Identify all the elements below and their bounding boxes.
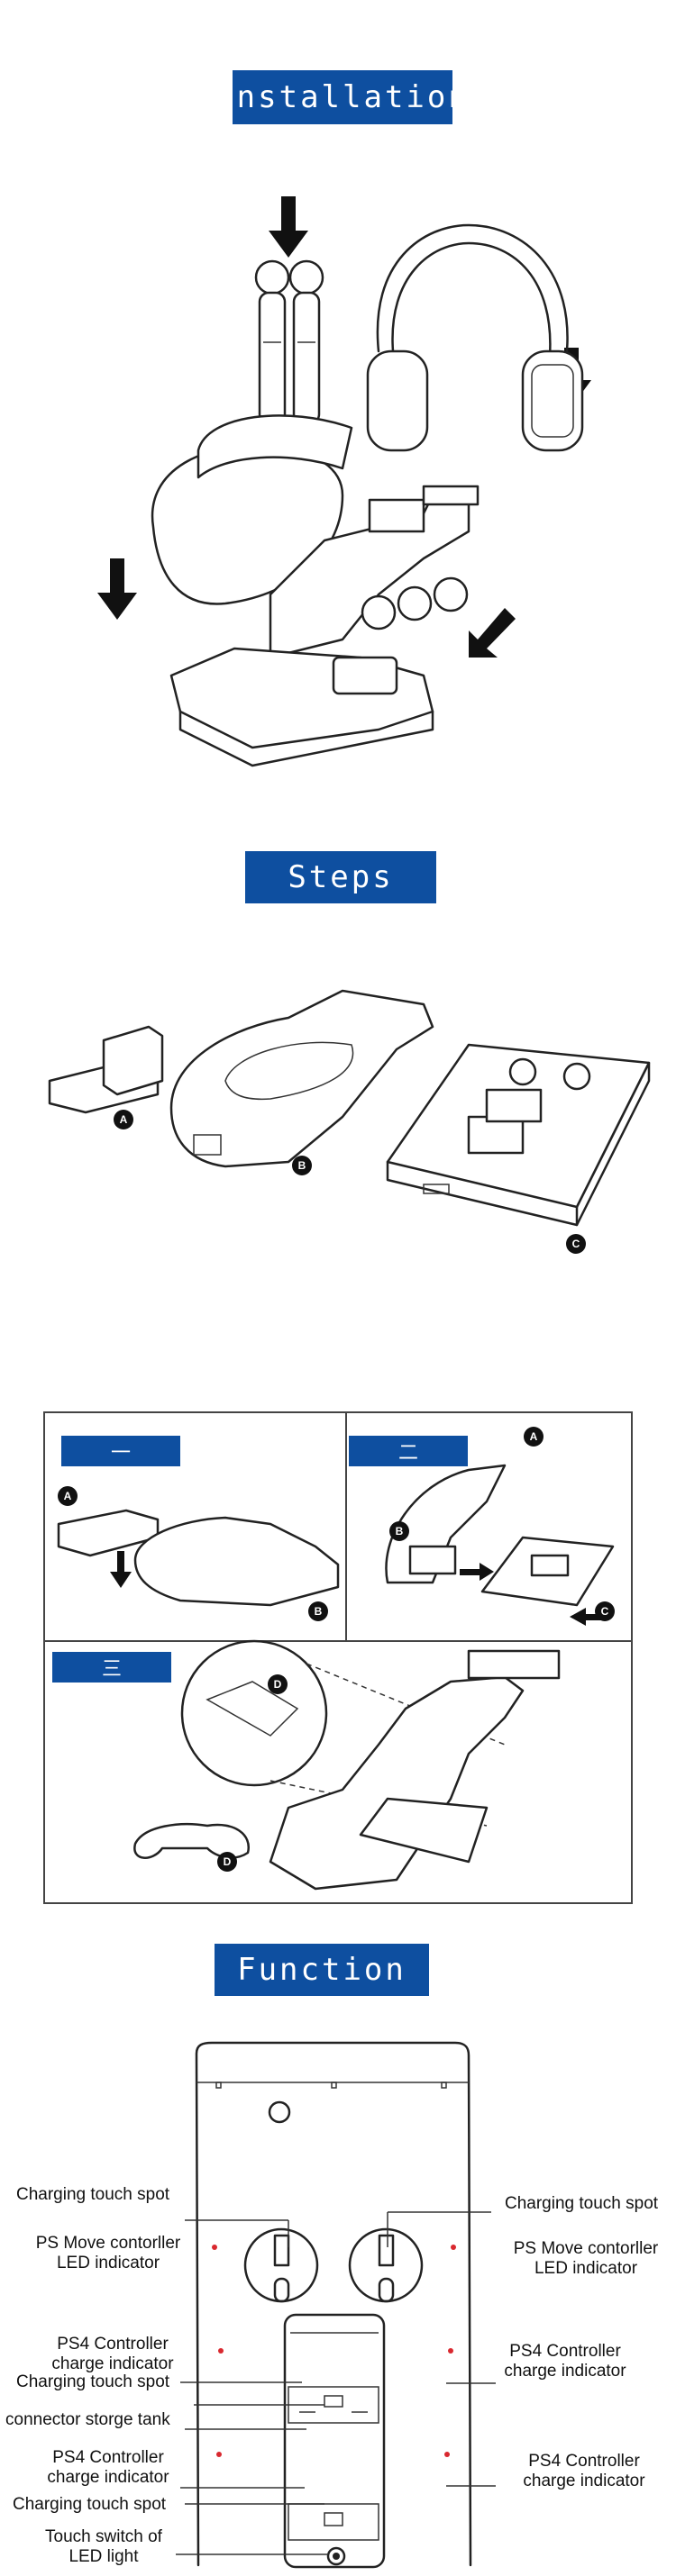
vr-stand-drawing bbox=[151, 414, 480, 767]
part-label-b: B bbox=[292, 1156, 312, 1175]
left-arrow-icon bbox=[570, 1608, 608, 1626]
step2-label-b: B bbox=[389, 1521, 409, 1541]
parts-illustration bbox=[48, 989, 651, 1227]
part-a-drawing bbox=[48, 1025, 164, 1114]
step-badge-2: 二 bbox=[349, 1436, 468, 1466]
part-c-drawing bbox=[386, 1043, 651, 1227]
label-move-led-indicator-right: PS Move contorller LED indicator bbox=[513, 2239, 659, 2278]
part-label-c: C bbox=[566, 1234, 586, 1254]
label-connector-storage-tank: connector storge tank bbox=[5, 2410, 170, 2429]
steps-title: Steps bbox=[245, 851, 436, 903]
diagonal-arrow-icon bbox=[469, 608, 516, 658]
step3-label-d-top: D bbox=[268, 1674, 288, 1694]
charger-front-diagram bbox=[176, 2041, 496, 2569]
function-title: Function bbox=[215, 1944, 429, 1996]
step-badge-3: 三 bbox=[52, 1652, 171, 1683]
part-label-a: A bbox=[114, 1110, 133, 1129]
step1-label-b: B bbox=[308, 1601, 328, 1621]
label-charging-touch-spot-mid-left: Charging touch spot bbox=[16, 2372, 170, 2391]
step-badge-1: 一 bbox=[61, 1436, 180, 1466]
installation-title: Installation bbox=[215, 70, 467, 124]
step1-label-a: A bbox=[58, 1486, 78, 1506]
step3-label-d-bottom: D bbox=[217, 1852, 237, 1872]
down-arrow-icon bbox=[110, 1551, 132, 1588]
step-drawings bbox=[57, 1464, 615, 1891]
label-led-touch-switch: Touch switch of LED light bbox=[45, 2527, 162, 2566]
label-move-led-indicator-left: PS Move contorller LED indicator bbox=[35, 2234, 181, 2272]
step2-label-a: A bbox=[524, 1427, 544, 1447]
headset-drawing bbox=[366, 223, 584, 452]
label-charging-touch-spot-bottom-left: Charging touch spot bbox=[13, 2495, 167, 2514]
label-charging-touch-spot-top-left: Charging touch spot bbox=[16, 2185, 170, 2204]
part-b-drawing bbox=[169, 989, 434, 1168]
down-arrow-icon bbox=[97, 558, 137, 620]
step2-label-c: C bbox=[595, 1601, 615, 1621]
label-ps4-charge-indicator-left-upper: PS4 Controller charge indicator bbox=[51, 2335, 174, 2373]
label-ps4-charge-indicator-right-lower: PS4 Controller charge indicator bbox=[523, 2452, 645, 2490]
label-ps4-charge-indicator-right-upper: PS4 Controller charge indicator bbox=[504, 2342, 626, 2381]
installation-illustration bbox=[97, 196, 591, 767]
move-controllers-drawing bbox=[254, 259, 324, 425]
down-arrow-icon bbox=[269, 196, 308, 258]
label-charging-touch-spot-top-right: Charging touch spot bbox=[505, 2194, 659, 2213]
label-ps4-charge-indicator-left-lower: PS4 Controller charge indicator bbox=[47, 2448, 169, 2487]
right-arrow-icon bbox=[460, 1563, 494, 1581]
